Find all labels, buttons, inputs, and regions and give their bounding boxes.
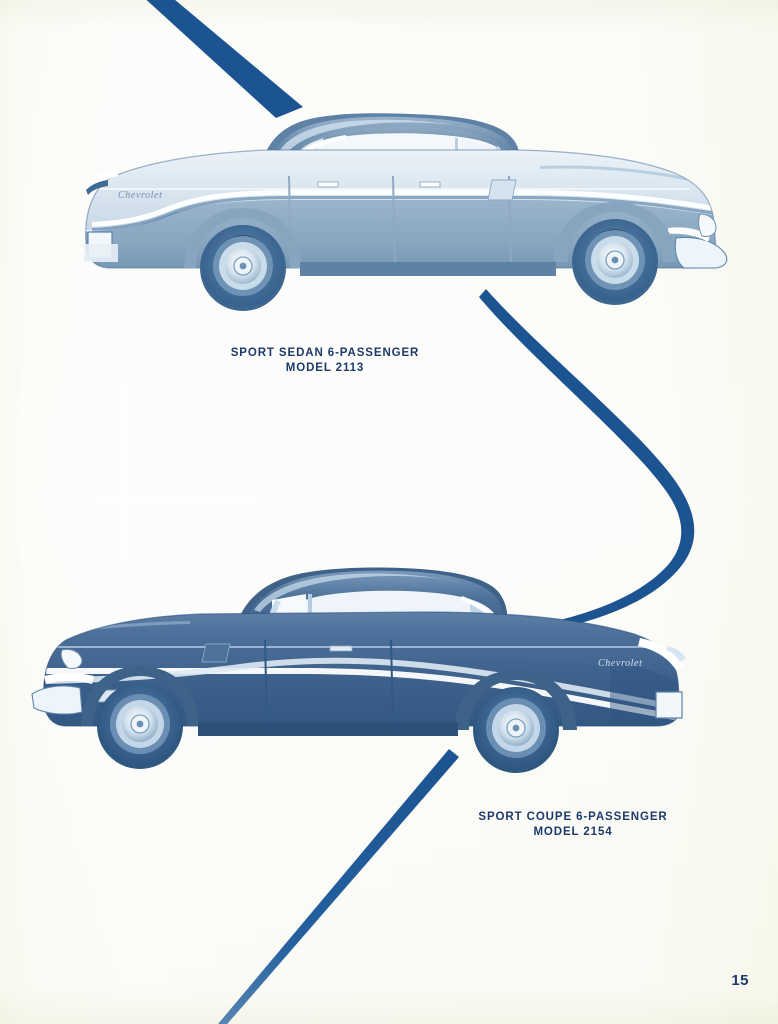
coupe-door-line-front	[264, 640, 268, 726]
sport-sedan-body: Chevrolet	[84, 113, 728, 311]
coupe-door-handle	[329, 645, 353, 652]
coupe-chevrolet-script: Chevrolet	[598, 658, 642, 669]
coupe-rear-arch	[455, 670, 577, 730]
page-number: 15	[731, 972, 749, 989]
coupe-front-arch	[81, 666, 199, 726]
sedan-front-arch	[554, 202, 676, 262]
zigzag-stripe-middle	[479, 289, 695, 629]
sedan-rear-arch	[184, 208, 302, 268]
coupe-side-spear-lower	[46, 657, 680, 712]
coupe-tail-light	[655, 691, 683, 719]
sedan-rocker-panel	[300, 262, 556, 276]
sedan-front-bumper	[674, 236, 728, 269]
diagonal-stripe-top	[146, 0, 303, 118]
coupe-tail-fin	[638, 638, 684, 670]
sedan-quarter-louvers	[487, 179, 517, 201]
sedan-hood-line	[540, 165, 690, 181]
caption-sport-sedan: SPORT SEDAN 6-PASSENGER MODEL 2113	[130, 346, 520, 376]
coupe-rocker-panel	[198, 722, 458, 736]
sedan-chevrolet-script: Chevrolet	[118, 190, 162, 201]
coupe-quarter-louvers	[201, 643, 231, 663]
sedan-door-line-mid	[392, 176, 396, 268]
sedan-rear-bumper	[84, 244, 118, 262]
coupe-headlight	[60, 649, 83, 669]
coupe-body-outline	[43, 611, 681, 727]
sedan-door-handle-rear	[317, 181, 339, 188]
coupe-front-wheel	[97, 683, 183, 769]
caption-sedan-line2: MODEL 2113	[285, 362, 365, 374]
coupe-rear-ornament	[666, 646, 686, 662]
coupe-beltline	[52, 646, 660, 648]
sedan-rear-ornament	[86, 180, 108, 195]
coupe-hood-line	[48, 621, 190, 635]
caption-coupe-line1: SPORT COUPE 6-PASSENGER	[478, 811, 668, 823]
sedan-headlight	[698, 213, 717, 237]
sedan-front-wheel	[572, 219, 658, 305]
caption-sedan-line1: SPORT SEDAN 6-PASSENGER	[230, 347, 420, 359]
coupe-roof-highlight	[254, 573, 462, 612]
diagonal-stripe-bottom	[218, 749, 459, 1024]
coupe-rear-wheel	[473, 687, 559, 773]
sport-coupe-body: Chevrolet	[31, 567, 686, 773]
caption-sport-coupe: SPORT COUPE 6-PASSENGER MODEL 2154	[378, 810, 768, 840]
caption-coupe-line2: MODEL 2154	[533, 826, 613, 838]
coupe-rear-window-trim	[460, 596, 499, 626]
sedan-door-handle-front	[419, 181, 441, 188]
coupe-door-line-rear	[390, 640, 394, 726]
sedan-roof-highlight	[280, 119, 470, 152]
coupe-front-bumper	[31, 685, 83, 715]
sedan-rear-wheel	[200, 225, 286, 311]
coupe-grille	[44, 673, 94, 684]
